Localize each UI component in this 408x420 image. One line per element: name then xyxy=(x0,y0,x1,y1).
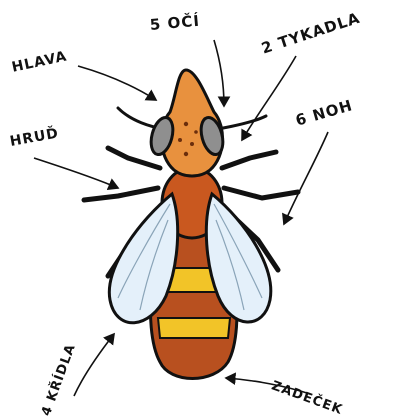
bee-head xyxy=(147,70,226,176)
arrow-oci xyxy=(214,40,224,106)
arrow-noh xyxy=(284,132,328,224)
leg-mid-left xyxy=(84,188,158,200)
arrow-hrud xyxy=(34,158,118,188)
arrow-kridla xyxy=(74,334,114,396)
arrow-hlava xyxy=(78,66,156,100)
leg-front-right xyxy=(222,152,276,168)
arrow-tykadla xyxy=(242,56,296,140)
leg-mid-right xyxy=(224,188,298,198)
